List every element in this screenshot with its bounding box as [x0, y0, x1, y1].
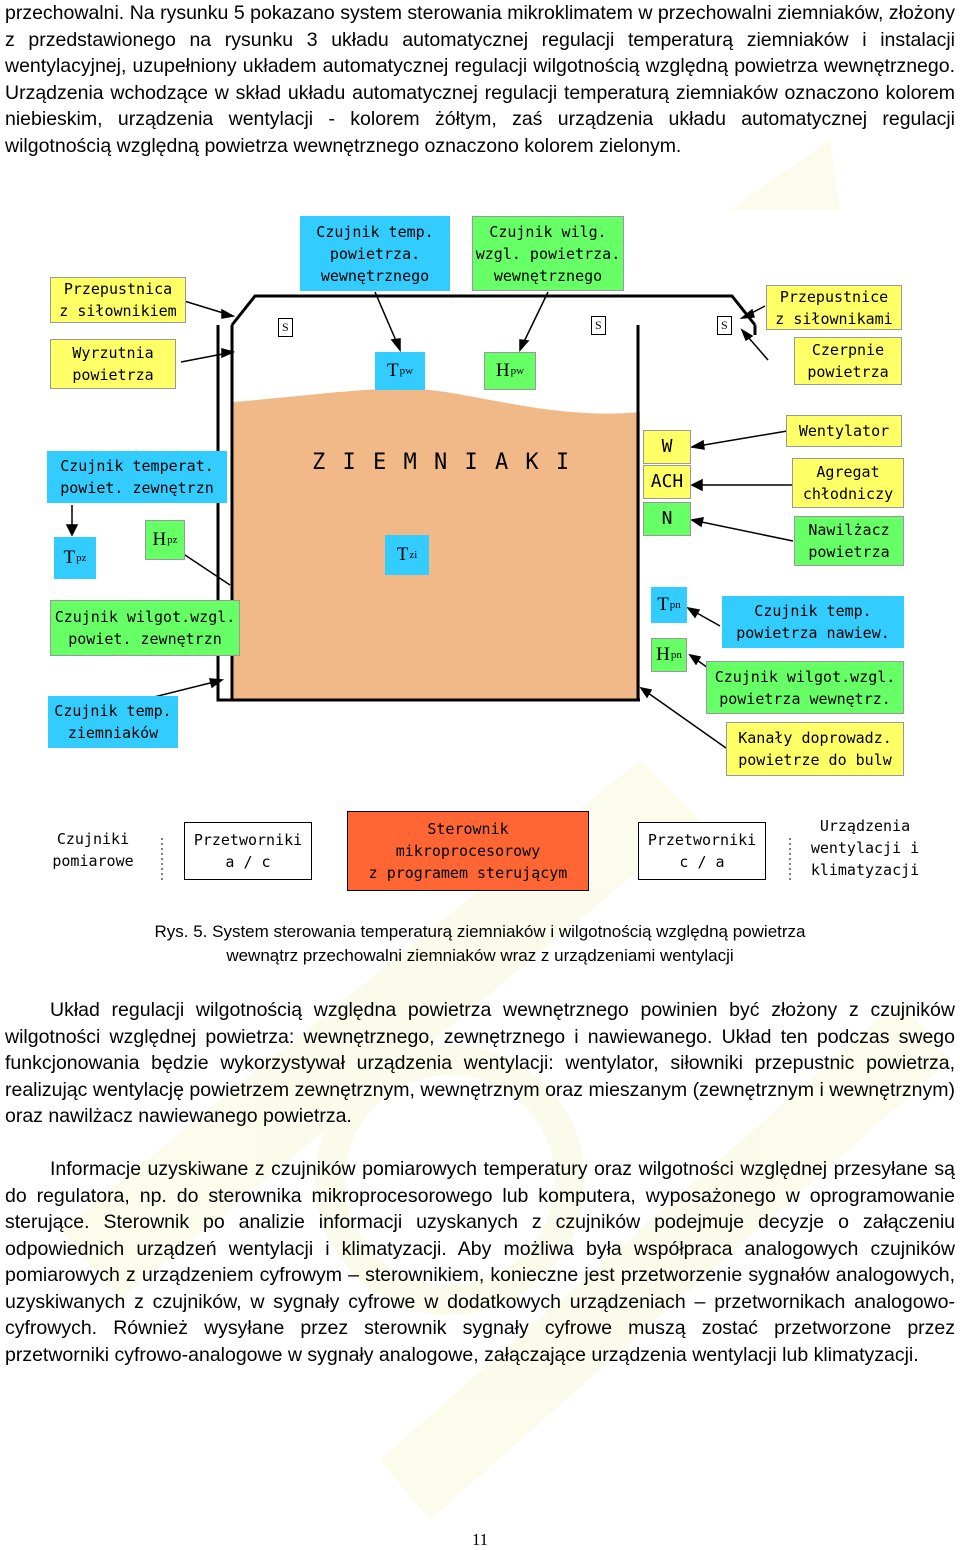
ducts-box: Kanały doprowadz. powietrze do bulw [726, 722, 904, 776]
inner-air-humidity-sensor-box: Czujnik wilg. wzgl. powietrza. wewnętrzn… [472, 216, 624, 291]
paragraph-controller: Informacje uzyskiwane z czujników pomiar… [5, 1158, 955, 1366]
outer-air-temp-sensor-box: Czujnik temperat. powiet. zewnętrzn [47, 451, 227, 503]
exhaust-box: Wyrzutnia powietrza [50, 339, 176, 389]
legend-controller-box: Sterownik mikroprocesorowy z programem s… [347, 811, 589, 891]
outer-air-humidity-sensor-box: Czujnik wilgot.wzgl. powiet. zewnętrzn [50, 600, 240, 656]
intro-paragraph: przechowalni. Na rysunku 5 pokazano syst… [5, 2, 955, 157]
cooler-box: Agregat chłodniczy [792, 458, 904, 508]
potato-temp-sensor-box: Czujnik temp. ziemniaków [48, 696, 178, 748]
paragraph-humidity: Układ regulacji wilgotnością względna po… [5, 999, 955, 1127]
legend-adc-box: Przetworniki a / c [184, 822, 312, 880]
intake-box: Czerpnie powietrza [794, 337, 902, 385]
humidifier-box: Nawilżacz powietrza [794, 516, 904, 566]
supply-air-humidity-sensor-box: Czujnik wilgot.wzgl. powietrza wewnętrz. [706, 661, 904, 714]
damper-s-right: S [717, 316, 732, 335]
damper-right-box: Przepustnice z siłownikami [766, 285, 902, 330]
damper-s-middle: S [591, 316, 606, 335]
device-ach-box: ACH [643, 465, 691, 499]
storage-roof [230, 294, 757, 326]
inner-air-temp-sensor-box: Czujnik temp. powietrza. wewnętrznego [300, 216, 450, 291]
device-n-box: N [643, 502, 691, 536]
legend-sensors: Czujniki pomiarowe [52, 830, 134, 870]
fan-box: Wentylator [786, 415, 902, 447]
figure-caption-line2: wewnątrz przechowalni ziemniaków wraz z … [226, 946, 734, 965]
potato-mass [233, 388, 640, 700]
legend-devices: Urządzenia wentylacji i klimatyzacji [810, 817, 920, 879]
storage-label: Z I E M N I A K I [312, 450, 572, 475]
damper-s-left: S [278, 318, 293, 337]
page-number: 11 [471, 1530, 489, 1549]
figure-caption-line1: Rys. 5. System sterowania temperaturą zi… [154, 922, 806, 941]
supply-air-temp-sensor-box: Czujnik temp. powietrza nawiew. [722, 596, 904, 648]
legend-dac-box: Przetworniki c / a [638, 822, 766, 880]
damper-left-box: Przepustnica z siłownikiem [50, 277, 186, 323]
device-w-box: W [643, 430, 691, 464]
